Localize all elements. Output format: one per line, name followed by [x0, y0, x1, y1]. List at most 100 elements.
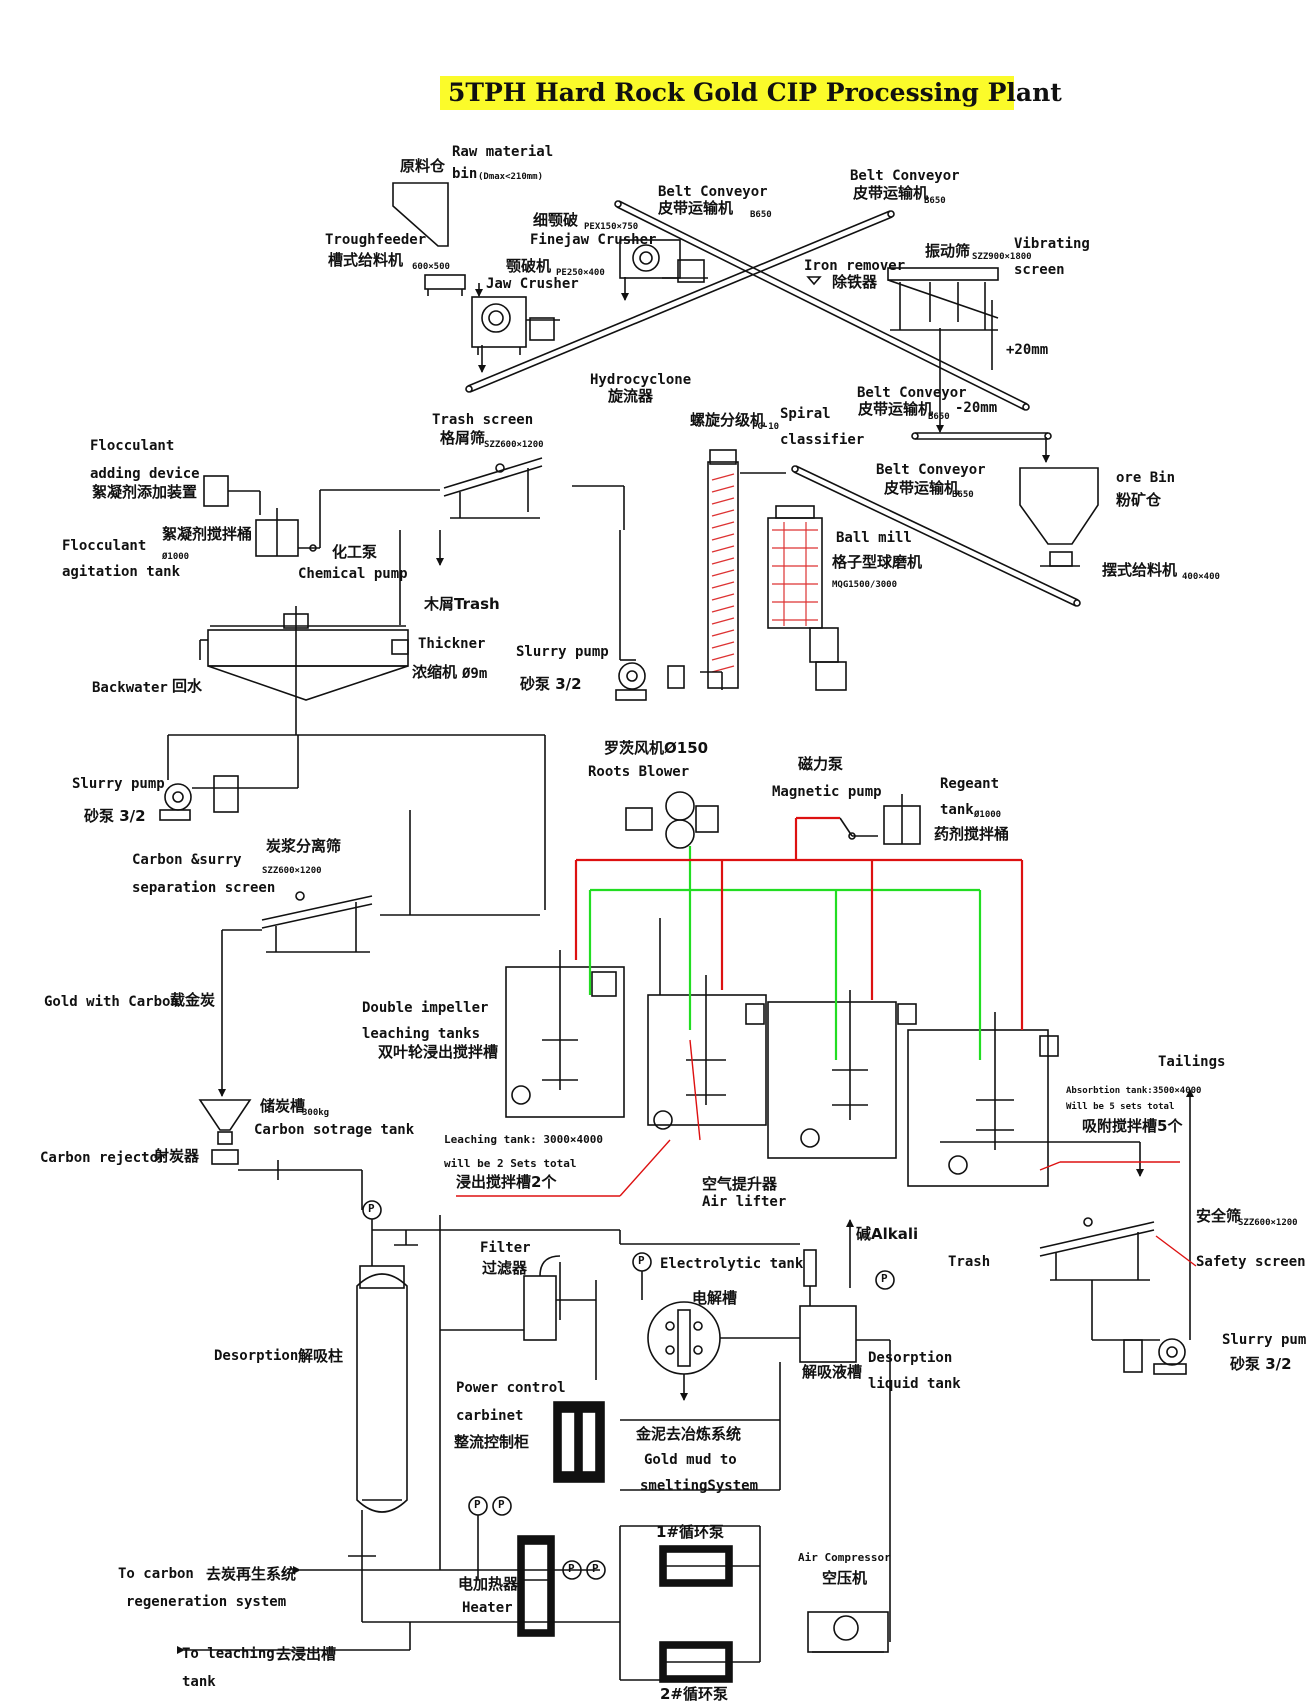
- belt2-en: Belt Conveyor: [850, 168, 960, 184]
- gauge-p-2: P: [638, 1254, 645, 1267]
- belt4-en: Belt Conveyor: [876, 462, 986, 478]
- ore-bin: [1019, 467, 1099, 567]
- spiral-cn: 螺旋分级机: [690, 411, 766, 429]
- ball-mill: [767, 505, 847, 691]
- filter-cn: 过滤器: [482, 1259, 528, 1277]
- air-comp-cn: 空压机: [822, 1569, 868, 1587]
- carbon-slurry-separation-screen: [261, 891, 373, 953]
- reagent-cn: 药剂搅拌桶: [934, 825, 1010, 843]
- trough-cn: 槽式给料机: [328, 251, 404, 269]
- desorption-liquid-tank: [799, 1249, 857, 1363]
- belt2-cn: 皮带运输机: [853, 184, 929, 202]
- circulating-pump-2: [659, 1641, 733, 1683]
- belt1-en: Belt Conveyor: [658, 184, 768, 200]
- thickner-en: Thickner: [418, 636, 486, 652]
- floc-tank-en1: Flocculant: [62, 538, 147, 554]
- raw-material-bin: [392, 182, 449, 247]
- to-carbon-en2: regeneration system: [126, 1594, 287, 1610]
- power-control-cabinet: [553, 1401, 605, 1483]
- electro-en: Electrolytic tank: [660, 1256, 804, 1272]
- carbon-sep-en1: Carbon &surry: [132, 852, 242, 868]
- mag-cn: 磁力泵: [798, 755, 844, 773]
- to-leach-cn: 去浸出槽: [276, 1645, 337, 1663]
- circ1-cn: 1#循环泵: [656, 1523, 725, 1541]
- trash-screen-spec: SZZ600×1200: [484, 440, 544, 450]
- belt3-en: Belt Conveyor: [857, 385, 967, 401]
- trash2: Trash: [948, 1254, 991, 1270]
- fine-jaw-spec: PEX150×750: [584, 222, 639, 232]
- ballmill-en: Ball mill: [836, 530, 912, 546]
- air-comp-en: Air Compressor: [798, 1551, 891, 1564]
- carbon-store-spec: 300kg: [302, 1108, 330, 1118]
- roots-blower: [625, 791, 719, 849]
- gold-carbon-en: Gold with Carbon: [44, 994, 179, 1010]
- flocculant-adding-device: [203, 475, 229, 507]
- heater-cn: 电加热器: [458, 1575, 519, 1593]
- callout-lines: [456, 1039, 1197, 1267]
- raw-bin-spec: (Dmax<210mm): [478, 172, 544, 182]
- minus20: -20mm: [955, 400, 998, 416]
- to-leach-en1: To leaching: [182, 1646, 275, 1662]
- to-carbon-en1: To carbon: [118, 1566, 194, 1582]
- electro-cn: 电解槽: [692, 1289, 738, 1307]
- vib-en1: Vibrating: [1014, 236, 1090, 252]
- vib-spec: SZZ900×1800: [972, 252, 1032, 262]
- fine-jaw-en: Finejaw Crusher: [530, 232, 657, 248]
- mag-en: Magnetic pump: [772, 784, 882, 800]
- fine-jaw-crusher: [619, 239, 708, 283]
- spiral-en2: classifier: [780, 432, 865, 448]
- belt-conveyor-4: [791, 465, 1081, 607]
- desorb-liq-en1: Desorption: [868, 1350, 953, 1366]
- spiral-en1: Spiral: [780, 406, 831, 422]
- swing-spec: 400×400: [1182, 572, 1220, 582]
- electrolytic-tank: [647, 1301, 721, 1375]
- double-cn: 双叶轮浸出搅拌槽: [378, 1043, 499, 1061]
- slurry-pump2-en: Slurry pump: [72, 776, 165, 792]
- hydro-cn: 旋流器: [608, 387, 654, 405]
- trash-screen-en: Trash screen: [432, 412, 534, 428]
- air-lifter-en: Air lifter: [702, 1194, 787, 1210]
- jaw-cn: 颚破机: [506, 257, 552, 275]
- pressure-gauge-heater-2: [492, 1496, 512, 1516]
- carbon-storage-tank: [198, 1099, 252, 1165]
- absorb-cn: 吸附搅拌槽5个: [1082, 1117, 1183, 1135]
- adsorption-tank-2: [907, 1012, 1059, 1187]
- ore-bin-cn: 粉矿仓: [1116, 491, 1162, 509]
- backwater-cn: 回水: [172, 677, 203, 695]
- vibrating-screen: [887, 267, 999, 331]
- trough-spec: 600×500: [412, 262, 450, 272]
- air-distribution-lines: [588, 846, 982, 1060]
- gauge-p-1: P: [368, 1202, 375, 1215]
- roots-cn: 罗茨风机Ø150: [604, 739, 709, 757]
- page-title: 5TPH Hard Rock Gold CIP Processing Plant: [448, 78, 1062, 107]
- trash-screen-cn: 格屑筛: [440, 429, 486, 447]
- floc-tank-spec: Ø1000: [162, 552, 190, 562]
- reagent-tank: [883, 794, 921, 845]
- gauge-p-3: P: [881, 1272, 888, 1285]
- jaw-spec: PE250×400: [556, 268, 605, 278]
- gauge-p-6: P: [568, 1562, 575, 1575]
- thickner-spec: Ø9m: [462, 666, 488, 682]
- gold-carbon-cn: 载金炭: [170, 991, 216, 1009]
- trash-cn: 木屑Trash: [424, 595, 500, 613]
- alkali: 碱Alkali: [856, 1225, 919, 1243]
- gold-mud-en2: smeltingSystem: [640, 1478, 759, 1494]
- plus20: +20mm: [1006, 342, 1049, 358]
- gold-mud-en1: Gold mud to: [644, 1452, 737, 1468]
- iron-en: Iron remover: [804, 258, 906, 274]
- trough-feeder: [424, 274, 466, 296]
- ballmill-cn: 格子型球磨机: [832, 553, 923, 571]
- slurry-pump1-en: Slurry pump: [516, 644, 609, 660]
- adsorption-tank-1: [767, 990, 917, 1159]
- carbon-sep-cn: 炭浆分离筛: [266, 837, 342, 855]
- power-en1: Power control: [456, 1380, 566, 1396]
- desorption-column: [356, 1265, 408, 1513]
- heater-en: Heater: [462, 1600, 513, 1616]
- desorb-liq-cn: 解吸液槽: [802, 1363, 863, 1381]
- magnetic-pump-dot: [848, 832, 856, 840]
- title-highlight: [440, 76, 1014, 110]
- belt3-spec: B650: [928, 412, 950, 422]
- desorb-liq-en2: liquid tank: [868, 1376, 961, 1392]
- reagent-distribution-lines: [574, 816, 1024, 1030]
